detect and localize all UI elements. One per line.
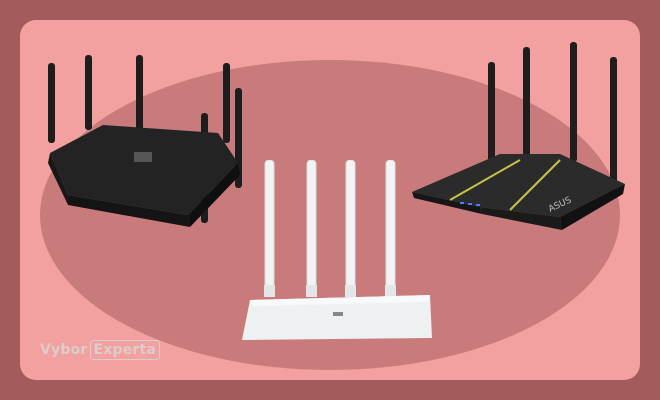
watermark-part2: Experta [89,340,161,360]
right-black-router: ASUS [412,42,625,230]
middle-white-router [242,160,432,340]
watermark-part1: Vybor [40,342,88,358]
left-black-router [48,55,242,227]
